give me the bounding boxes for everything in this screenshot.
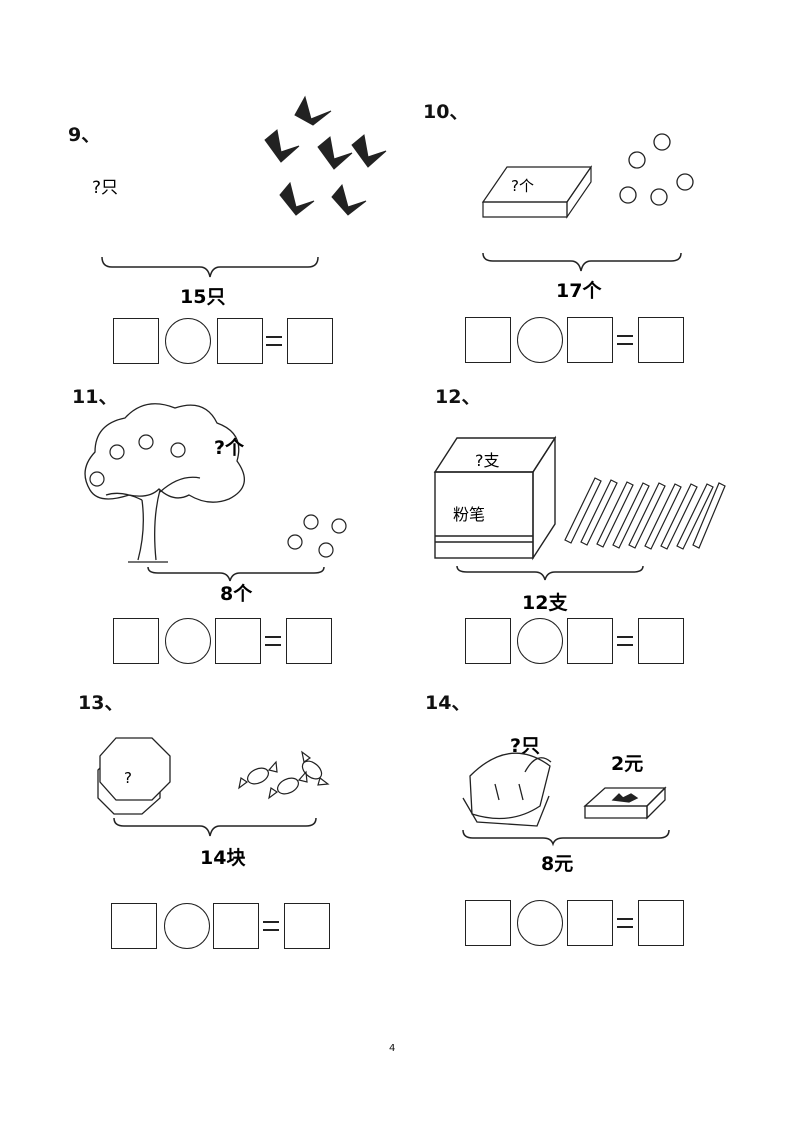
pencil-case-icon: [583, 786, 667, 820]
problem-number: 12、: [435, 386, 481, 408]
apple-tree-illustration: ?个 8个: [84, 403, 347, 605]
operator-circle[interactable]: [517, 618, 563, 664]
result-box[interactable]: [638, 618, 684, 664]
candy-box-illustration: ? 14块: [97, 737, 330, 869]
answer-equation: [113, 618, 338, 666]
box-icon: [481, 165, 593, 219]
answer-equation: [111, 903, 336, 951]
candy-icon: [238, 750, 330, 800]
total-label: 8元: [541, 853, 573, 875]
ball-icon: [619, 133, 694, 206]
problem-number: 11、: [72, 386, 118, 408]
result-box[interactable]: [286, 618, 332, 664]
operator-circle[interactable]: [165, 318, 211, 364]
equals-sign: [264, 318, 284, 364]
bag-and-pencil-case-illustration: ?只 2元 8元: [462, 735, 670, 875]
brace: [113, 817, 317, 837]
equals-sign: [615, 900, 635, 946]
unknown-count-label: ?只: [92, 178, 118, 198]
answer-box[interactable]: [567, 618, 613, 664]
answer-equation: [465, 618, 690, 666]
answer-box[interactable]: [567, 317, 613, 363]
unknown-count-label: ?个: [214, 437, 245, 459]
box-and-balls-illustration: ?个 17个: [481, 133, 694, 302]
answer-equation: [465, 900, 690, 948]
bird-icon: [264, 95, 387, 216]
answer-box[interactable]: [113, 318, 159, 364]
tree-icon: [84, 403, 245, 563]
result-box[interactable]: [284, 903, 330, 949]
problem-13: 13、 ? 14块: [60, 680, 400, 980]
brace: [482, 252, 682, 272]
answer-box[interactable]: [465, 317, 511, 363]
operator-circle[interactable]: [165, 618, 211, 664]
unknown-count-label: ?个: [511, 177, 534, 195]
candy-box-icon: [97, 737, 171, 815]
answer-box[interactable]: [217, 318, 263, 364]
problem-14: 14、 ?只 2元 8元: [415, 680, 755, 980]
problem-number: 10、: [423, 101, 469, 123]
answer-equation: [465, 317, 690, 365]
total-label: 12支: [522, 592, 568, 614]
answer-box[interactable]: [215, 618, 261, 664]
problem-number: 13、: [78, 692, 124, 714]
answer-box[interactable]: [113, 618, 159, 664]
chalk-stick-icon: [564, 477, 726, 550]
chalk-box-illustration: ?支 粉笔 12支: [433, 435, 726, 614]
brace: [101, 256, 319, 278]
problem-10: 10、 ?个 17个: [415, 85, 755, 385]
brace: [147, 566, 325, 582]
answer-box[interactable]: [465, 900, 511, 946]
operator-circle[interactable]: [517, 900, 563, 946]
total-label: 17个: [556, 280, 602, 302]
equals-sign: [615, 618, 635, 664]
brace: [456, 565, 644, 581]
operator-circle[interactable]: [164, 903, 210, 949]
box-label: 粉笔: [453, 505, 485, 524]
page-number: 4: [389, 1043, 396, 1054]
problem-11: 11、 ?个 8个: [60, 380, 400, 680]
total-label: 8个: [220, 583, 253, 605]
unknown-count-label: ?: [124, 769, 132, 787]
equals-sign: [263, 618, 283, 664]
problem-9: 9、 ?只 15只: [60, 85, 400, 385]
problem-12: 12、 ?支 粉笔 12支: [415, 380, 755, 680]
problem-number: 14、: [425, 692, 471, 714]
total-label: 14块: [200, 847, 246, 869]
unknown-count-label: ?只: [510, 735, 540, 757]
answer-box[interactable]: [567, 900, 613, 946]
answer-box[interactable]: [213, 903, 259, 949]
birds-illustration: ?只 15只: [92, 95, 387, 308]
equals-sign: [261, 903, 281, 949]
operator-circle[interactable]: [517, 317, 563, 363]
price-label: 2元: [611, 753, 643, 775]
school-bag-icon: [462, 752, 552, 827]
answer-box[interactable]: [465, 618, 511, 664]
result-box[interactable]: [287, 318, 333, 364]
chalk-box-icon: [433, 435, 557, 561]
answer-box[interactable]: [111, 903, 157, 949]
apple-icon: [89, 434, 347, 558]
total-label: 15只: [180, 286, 225, 308]
brace: [462, 829, 670, 847]
equals-sign: [615, 317, 635, 363]
problem-number: 9、: [68, 124, 101, 146]
result-box[interactable]: [638, 317, 684, 363]
result-box[interactable]: [638, 900, 684, 946]
answer-equation: [113, 318, 338, 366]
unknown-count-label: ?支: [475, 451, 500, 470]
